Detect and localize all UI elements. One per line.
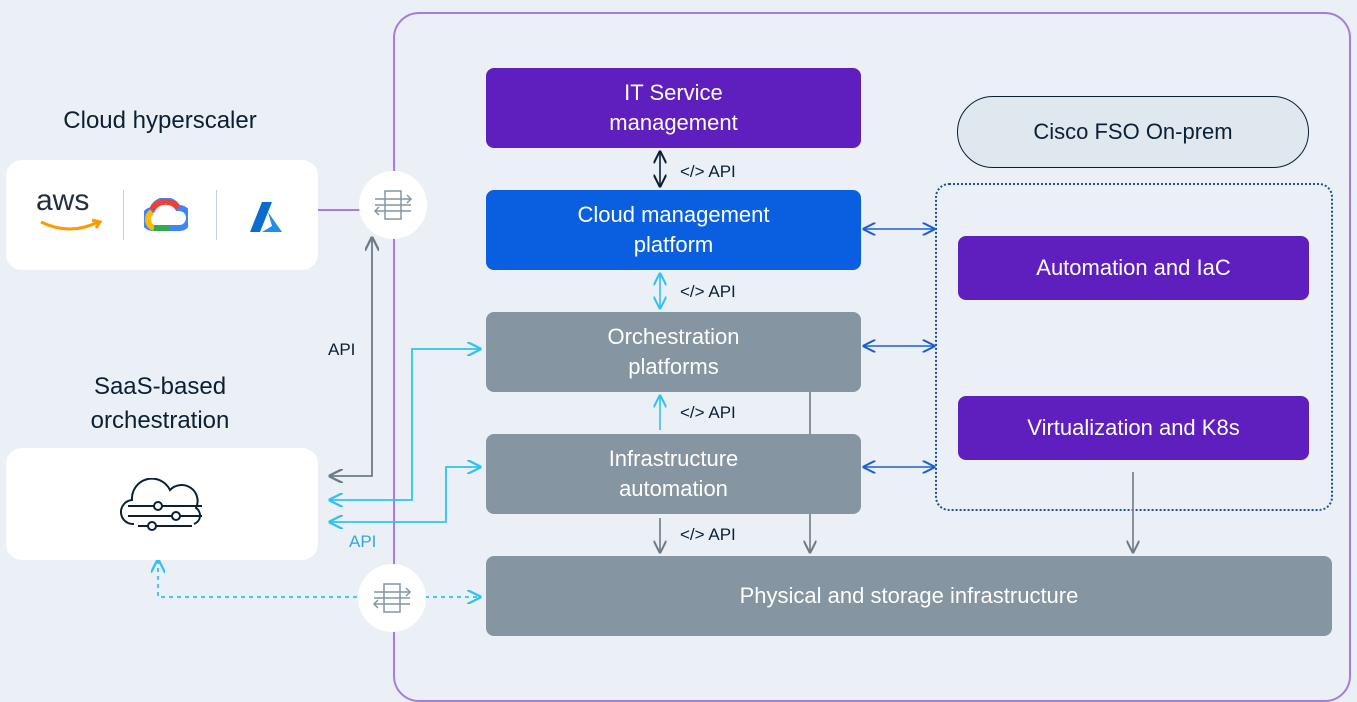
connector-hub-top <box>359 171 427 239</box>
automation-box: Automation and IaC <box>958 236 1309 300</box>
cloud-hyperscaler-panel: aws <box>6 160 318 270</box>
cisco-fso-pill: Cisco FSO On-prem <box>957 96 1309 168</box>
connector-hub-icon <box>372 583 412 613</box>
cloud-sliders-icon <box>120 478 202 531</box>
cmp-box: Cloud management platform <box>486 190 861 270</box>
api-label-cmp-orch: </> API <box>680 282 736 301</box>
aws-logo-text: aws <box>36 184 90 217</box>
api-label-infra-orch: </> API <box>680 403 736 422</box>
saas-orch-cyan-arrow <box>330 349 480 500</box>
google-cloud-icon <box>144 198 188 232</box>
itsm-box: IT Service management <box>486 68 861 148</box>
saas-physical-dotted-arrow <box>158 560 480 597</box>
physical-box: Physical and storage infrastructure <box>486 556 1332 636</box>
orchestration-box: Orchestration platforms <box>486 312 861 392</box>
connector-hub-bottom <box>358 564 426 632</box>
logo-divider-2 <box>216 190 217 240</box>
cisco-fso-group <box>935 183 1333 511</box>
virtualization-box: Virtualization and K8s <box>958 396 1309 460</box>
amazon-smile-icon <box>40 218 103 231</box>
api-label-itsm-cmp: </> API <box>680 162 736 181</box>
cloud-hyperscaler-title: Cloud hyperscaler <box>63 107 257 134</box>
connector-hub-icon <box>373 190 413 220</box>
saas-panel <box>6 448 318 560</box>
saas-title: SaaS-based orchestration <box>90 373 230 434</box>
api-label-left-gray: API <box>328 340 356 359</box>
api-label-infra-phys: </> API <box>680 525 736 544</box>
aws-logo: aws <box>36 186 106 242</box>
infra-box: Infrastructure automation <box>486 434 861 514</box>
logo-divider-1 <box>123 190 124 240</box>
azure-icon <box>250 202 282 232</box>
saas-infra-cyan-arrow <box>330 467 480 522</box>
api-label-left-cyan: API <box>349 532 377 551</box>
